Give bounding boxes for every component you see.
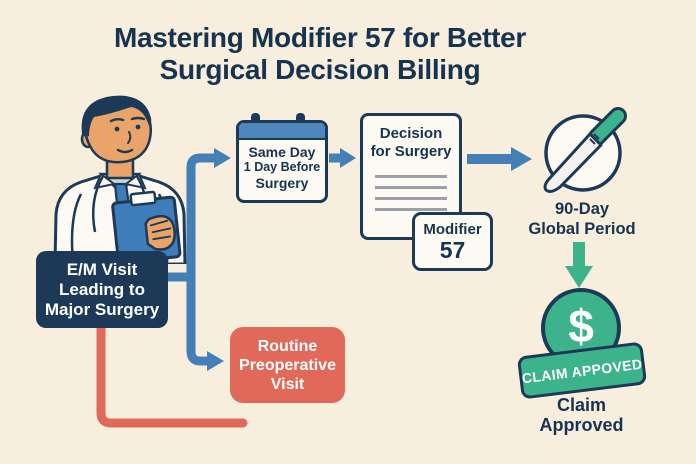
red-routine-path-line — [96, 313, 248, 428]
routine-preop-node: Routine Preoperative Visit — [230, 327, 345, 403]
modifier-label: Modifier — [423, 220, 482, 238]
scalpel-handle — [591, 110, 624, 143]
page-title-line2: Surgical Decision Billing — [159, 54, 481, 85]
global-period-label: 90-Day Global Period — [517, 200, 647, 239]
doctor-with-clipboard-icon — [53, 95, 187, 264]
calendar-header-strip — [239, 123, 325, 140]
claim-line1: Claim — [556, 395, 607, 415]
claim-approved-label: Claim Approved — [500, 395, 663, 435]
routine-line3: Visit — [270, 375, 305, 393]
routine-line1: Routine — [257, 337, 318, 355]
document-rule-line — [375, 208, 447, 211]
document-to-global-arrowhead-icon — [511, 147, 532, 171]
calendar-line2: 1 Day Before — [243, 160, 321, 174]
doctor-mouth — [116, 148, 134, 154]
doctor-hair — [81, 95, 152, 137]
em-to-calendar-arrowhead-icon — [214, 148, 231, 168]
scalpel-blade-notches — [589, 133, 600, 145]
doctor-hand — [144, 214, 176, 251]
em-visit-node: E/M Visit Leading to Major Surgery — [36, 251, 168, 328]
stamp-label: CLAIM APPOVED — [520, 355, 644, 386]
decision-line1: Decision — [379, 125, 443, 142]
doctor-brow-left — [109, 118, 125, 123]
em-visit-line3: Major Surgery — [44, 299, 160, 319]
document-rule-line — [375, 197, 447, 200]
clipboard-clip — [129, 190, 157, 207]
em-visit-line1: E/M Visit — [66, 259, 138, 279]
em-to-routine-line — [186, 267, 211, 366]
claim-line2: Approved — [539, 415, 624, 435]
doctor-brow-right — [130, 116, 146, 121]
calendar-icon: Same Day 1 Day Before Surgery — [236, 113, 328, 203]
em-visit-line2: Leading to — [59, 279, 145, 299]
routine-line2: Preoperative — [239, 356, 336, 374]
calendar-line3: Surgery — [255, 175, 309, 191]
em-to-calendar-line — [186, 153, 219, 287]
doctor-eye-right — [135, 124, 141, 130]
document-rule-line — [375, 175, 447, 178]
calendar-body: Same Day 1 Day Before Surgery — [236, 120, 328, 203]
doctor-hand-finger-lines — [149, 219, 172, 241]
modifier-57-node: Modifier 57 — [412, 212, 493, 271]
modifier-number: 57 — [439, 236, 466, 263]
doctor-eye-left — [114, 126, 120, 132]
scalpel-blade — [543, 132, 603, 193]
doctor-lapel-left — [92, 175, 105, 233]
page-title: Mastering Modifier 57 for Better Surgica… — [10, 22, 630, 86]
global-period-line2: Global Period — [528, 219, 636, 238]
em-to-routine-arrowhead-icon — [207, 351, 224, 371]
dollar-sign: $ — [568, 300, 594, 352]
decision-line2: for Surgery — [370, 143, 452, 160]
calendar-line1: Same Day — [248, 144, 316, 160]
scalpel-circle-icon — [543, 107, 627, 193]
doctor-nose — [127, 131, 132, 144]
document-text-lines — [363, 175, 459, 211]
calendar-to-document-arrowhead-icon — [340, 148, 356, 168]
global-period-line1: 90-Day — [554, 200, 610, 218]
document-rule-line — [375, 186, 447, 189]
page-title-line1: Mastering Modifier 57 for Better — [113, 22, 527, 53]
global-to-claim-arrowhead-icon — [565, 266, 593, 288]
